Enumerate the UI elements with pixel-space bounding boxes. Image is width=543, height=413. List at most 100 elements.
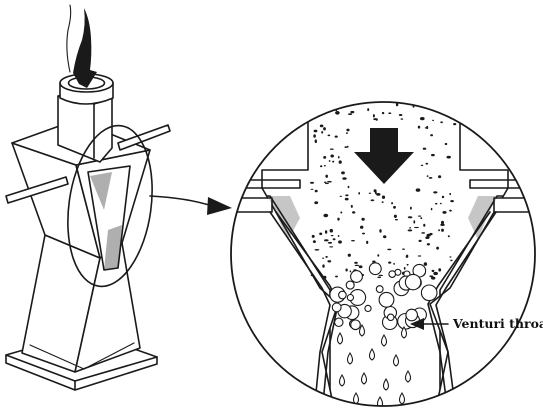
particle bbox=[330, 149, 334, 150]
droplet-blob bbox=[388, 314, 394, 320]
droplet-blob bbox=[406, 309, 418, 321]
particle bbox=[352, 211, 355, 213]
particle bbox=[315, 139, 317, 143]
particle bbox=[367, 108, 369, 111]
particle bbox=[402, 249, 405, 250]
droplet-blob bbox=[365, 305, 371, 311]
particle bbox=[410, 207, 412, 210]
particle bbox=[371, 199, 375, 201]
particle bbox=[438, 175, 441, 178]
droplet-blob bbox=[421, 285, 437, 301]
particle bbox=[354, 262, 358, 264]
particle bbox=[435, 203, 438, 205]
particle bbox=[406, 256, 408, 258]
droplet-blob bbox=[339, 291, 347, 299]
particle bbox=[433, 272, 438, 275]
particle bbox=[313, 240, 316, 243]
particle bbox=[320, 125, 324, 128]
particle bbox=[393, 206, 396, 209]
particle bbox=[407, 264, 409, 266]
particle bbox=[382, 196, 385, 199]
particle bbox=[430, 134, 433, 136]
particle bbox=[438, 229, 440, 231]
particle bbox=[427, 175, 429, 177]
particle bbox=[335, 136, 338, 138]
particle bbox=[366, 241, 368, 244]
particle bbox=[313, 134, 316, 138]
particle bbox=[425, 236, 429, 239]
particle bbox=[418, 255, 422, 256]
particle bbox=[432, 270, 435, 272]
particle bbox=[340, 212, 342, 214]
particle bbox=[320, 165, 322, 167]
particle bbox=[449, 193, 451, 195]
particle bbox=[321, 131, 323, 134]
particle bbox=[450, 260, 452, 262]
particle bbox=[420, 217, 422, 219]
particle bbox=[438, 268, 441, 271]
particle bbox=[360, 226, 363, 229]
particle bbox=[325, 256, 327, 258]
particle bbox=[429, 177, 433, 179]
falling-droplet bbox=[400, 393, 405, 404]
particle bbox=[421, 165, 424, 166]
particle bbox=[391, 202, 393, 204]
falling-droplet bbox=[394, 355, 399, 366]
particle bbox=[387, 249, 391, 251]
particle bbox=[425, 163, 428, 165]
particle bbox=[426, 126, 428, 129]
particle bbox=[424, 262, 427, 266]
gas-flow-arrow bbox=[354, 128, 414, 184]
particle bbox=[346, 132, 348, 134]
particle bbox=[408, 229, 413, 231]
particle bbox=[445, 143, 448, 145]
falling-droplet bbox=[362, 373, 367, 384]
particle bbox=[408, 216, 413, 218]
particle bbox=[345, 198, 349, 201]
particle bbox=[440, 121, 443, 123]
particle bbox=[327, 260, 331, 262]
particle bbox=[413, 220, 415, 223]
falling-droplet bbox=[382, 335, 387, 346]
particle bbox=[333, 238, 336, 240]
particle bbox=[314, 130, 318, 133]
particle bbox=[449, 256, 451, 257]
particle bbox=[401, 118, 404, 119]
particle bbox=[382, 201, 384, 203]
particle bbox=[338, 240, 342, 243]
falling-droplet bbox=[370, 349, 375, 360]
droplet-blob bbox=[405, 274, 420, 289]
falling-droplets bbox=[338, 325, 411, 408]
right-nozzle-pipe bbox=[494, 198, 540, 212]
particle bbox=[376, 193, 380, 196]
particle bbox=[322, 258, 324, 259]
particle bbox=[361, 218, 364, 221]
particle bbox=[323, 156, 326, 159]
particle bbox=[382, 112, 384, 114]
particle bbox=[414, 227, 419, 228]
particle bbox=[431, 208, 433, 211]
particle bbox=[314, 201, 318, 204]
particle bbox=[453, 123, 456, 125]
droplet-blob bbox=[347, 295, 353, 301]
particle bbox=[442, 211, 446, 214]
particle bbox=[313, 107, 315, 110]
particle bbox=[328, 135, 331, 137]
particle bbox=[369, 193, 372, 194]
particle bbox=[416, 188, 421, 191]
particle bbox=[420, 117, 425, 120]
particle bbox=[449, 210, 452, 212]
particle bbox=[448, 235, 450, 237]
falling-droplet bbox=[348, 353, 353, 364]
particle bbox=[388, 262, 391, 264]
particle bbox=[327, 181, 332, 183]
particle bbox=[328, 106, 332, 107]
particle bbox=[431, 154, 435, 156]
particle bbox=[423, 224, 425, 227]
particle bbox=[409, 227, 411, 229]
particle bbox=[340, 196, 343, 197]
droplet-blob bbox=[332, 303, 341, 312]
droplet-blob bbox=[351, 320, 361, 330]
particle bbox=[331, 235, 334, 236]
